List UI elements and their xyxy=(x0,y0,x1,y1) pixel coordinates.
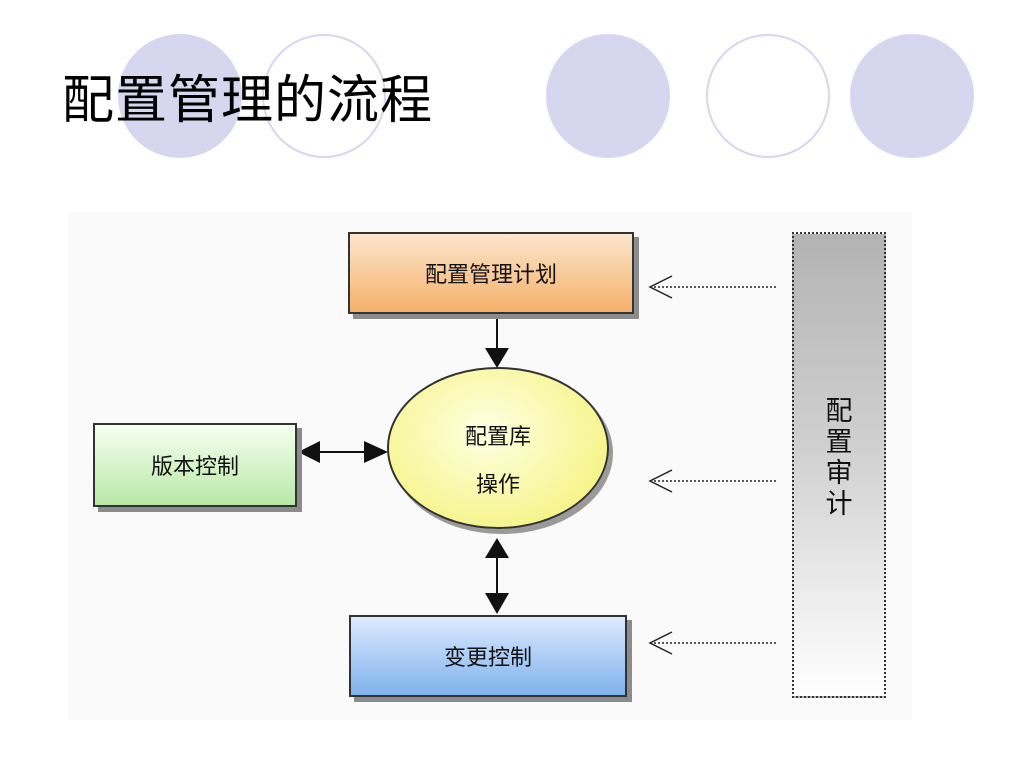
audit-arrowhead-change xyxy=(648,631,673,655)
arrowhead-down-to-repository xyxy=(485,348,509,368)
arrowhead-down-to-change xyxy=(485,593,509,614)
decor-circle-4 xyxy=(706,34,830,158)
node-change-control: 变更控制 xyxy=(349,615,627,697)
node-config-plan: 配置管理计划 xyxy=(348,232,634,314)
decor-circle-5 xyxy=(850,34,974,158)
decor-circle-3 xyxy=(546,34,670,158)
repository-label-line1: 配置库 xyxy=(464,425,531,450)
decor-circle-2 xyxy=(262,34,386,158)
node-version-control: 版本控制 xyxy=(93,423,297,507)
arrowhead-up-to-repository xyxy=(485,538,509,558)
audit-label: 配 置 审 计 xyxy=(825,396,853,520)
node-repository-operation: 配置库 操作 xyxy=(387,367,609,529)
page-title: 配置管理的流程 xyxy=(62,71,434,131)
arrowhead-left-to-version xyxy=(298,441,320,463)
decor-circle-1 xyxy=(118,34,242,158)
audit-arrowhead-repository xyxy=(648,469,673,493)
node-config-audit: 配 置 审 计 xyxy=(792,232,886,698)
audit-arrowhead-plan xyxy=(648,275,673,299)
arrowhead-right-to-repository xyxy=(364,441,388,463)
repository-label-line2: 操作 xyxy=(475,473,520,498)
